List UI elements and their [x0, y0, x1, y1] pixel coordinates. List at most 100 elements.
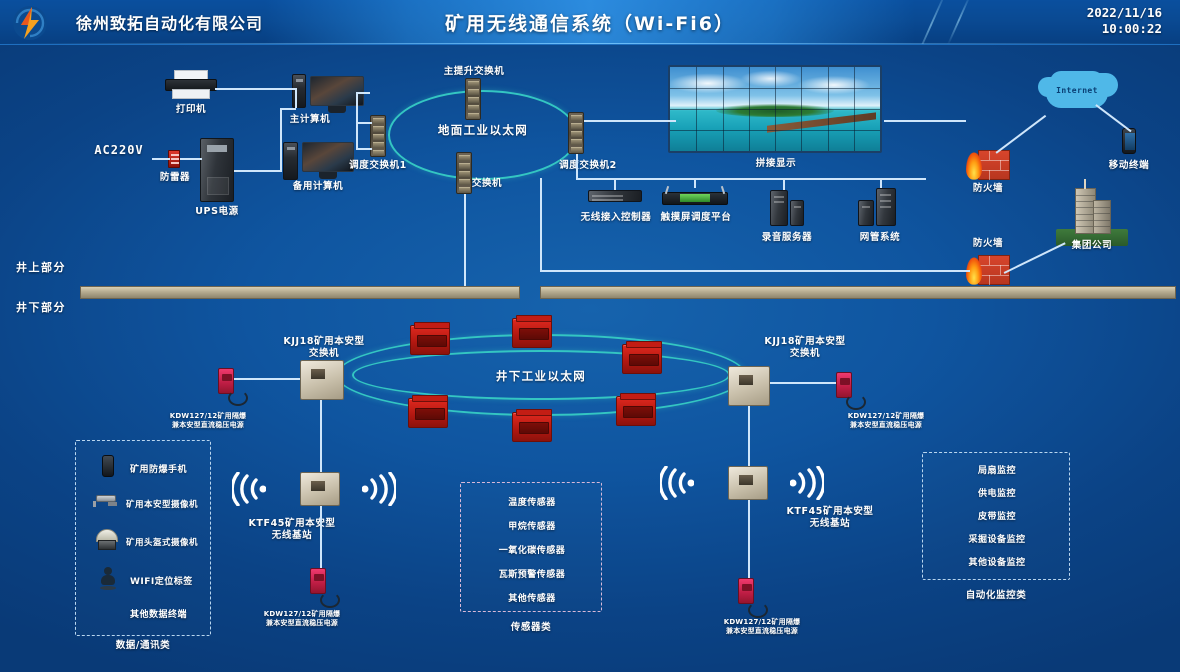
wifi-wave-left-outgoing-icon: [230, 471, 267, 507]
wire-bus-to-ac: [614, 178, 616, 190]
recording-server-icon: [770, 190, 788, 226]
panel-data-item-4: 其他数据终端: [130, 610, 188, 620]
label-kdw-power-supply-2: KDW127/12矿用隔爆 兼本安型直流稳压电源: [847, 412, 925, 429]
kdw-power-supply-1-icon: [218, 368, 234, 394]
wire-left-switch-to-ap: [320, 400, 322, 472]
recording-server-secondary-icon: [790, 200, 804, 226]
printer-icon: [165, 70, 217, 100]
wire-switch1-top: [356, 92, 370, 94]
underground-node-4: [408, 395, 448, 428]
wire-ap-left-to-psu3: [320, 506, 322, 568]
label-surge-protector: 防雷器: [159, 172, 191, 183]
label-kjj18-switch-left: KJJ18矿用本安型 交换机: [283, 336, 365, 359]
label-ups: UPS电源: [195, 206, 239, 217]
wire-printer-to-main: [215, 88, 295, 90]
label-firewall-2: 防火墙: [972, 238, 1004, 249]
main-computer-monitor-icon: [310, 76, 364, 113]
clock: 2022/11/16 10:00:22: [1087, 5, 1162, 37]
main-hoist-switch-icon: [465, 78, 481, 120]
panel-sensor-item-2: 一氧化碳传感器: [498, 546, 566, 556]
wire-sw2-drop: [576, 154, 578, 180]
firewall-1-icon: [966, 148, 1010, 182]
panel-automation-item-1: 供电监控: [977, 489, 1016, 499]
page-title: 矿用无线通信系统（Wi-Fi6）: [444, 13, 736, 35]
label-underground-ethernet: 井下工业以太网: [495, 369, 587, 383]
wifi-wave-right-outgoing-icon: [658, 465, 695, 501]
coal-seam-divider-right: [540, 286, 1176, 299]
kdw-power-supply-2-icon: [836, 372, 852, 398]
wire-internet-to-mobile: [1095, 104, 1132, 132]
kjj18-switch-left-icon: [300, 360, 344, 400]
underground-node-3: [622, 341, 662, 374]
label-ground-ethernet: 地面工业以太网: [437, 123, 529, 137]
wifi-location-tag-icon: [100, 567, 116, 591]
underground-node-2: [512, 315, 552, 348]
panel-automation-item-2: 皮带监控: [977, 512, 1016, 522]
label-panel-data-comms: 数据/通讯类: [115, 640, 171, 651]
wire-right-switch-to-ap: [748, 406, 750, 466]
wire-main-drop: [295, 88, 297, 108]
ktf45-base-station-left-icon: [300, 472, 340, 506]
label-kjj18-switch-right: KJJ18矿用本安型 交换机: [764, 336, 846, 359]
clock-date: 2022/11/16: [1086, 5, 1162, 20]
wire-bus-to-netmgmt: [880, 178, 882, 188]
touch-dispatch-console-icon: [662, 185, 728, 206]
ups-icon: [200, 138, 234, 202]
label-printer: 打印机: [175, 104, 207, 115]
label-kdw-power-supply-4: KDW127/12矿用隔爆 兼本安型直流稳压电源: [723, 618, 801, 635]
label-panel-automation: 自动化监控类: [965, 590, 1027, 601]
switch-icon: [456, 152, 472, 194]
wire-rail-top: [280, 108, 296, 110]
underground-node-6: [616, 393, 656, 426]
kdw-power-supply-2-cable: [846, 394, 866, 410]
company-name: 徐州致拓自动化有限公司: [76, 14, 264, 33]
label-network-management: 网管系统: [859, 232, 901, 243]
label-dispatch-switch-1: 调度交换机1: [349, 160, 407, 171]
label-main-computer: 主计算机: [289, 114, 331, 125]
wire-bus-to-console: [694, 178, 696, 188]
wire-bus-to-firewall2: [540, 270, 970, 272]
panel-data-item-2: 矿用头盔式摄像机: [126, 538, 199, 548]
network-management-rack-a-icon: [858, 200, 874, 226]
device-bus: [576, 178, 926, 180]
kdw-power-supply-4-cable: [748, 602, 768, 618]
wire-surge-to-ups: [180, 158, 202, 160]
panel-automation-item-0: 局扇监控: [977, 466, 1016, 476]
helmet-camera-icon: [94, 529, 120, 551]
panel-data-comms: 矿用防爆手机 矿用本安型摄像机 矿用头盔式摄像机 WIFI定位标签 其他数据终端: [75, 440, 211, 636]
app-header: 徐州致拓自动化有限公司 矿用无线通信系统（Wi-Fi6） 2022/11/16 …: [0, 0, 1180, 45]
wire-to-switch1-a: [356, 122, 372, 124]
coal-seam-divider-left: [80, 286, 520, 299]
label-ktf45-base-station-left: KTF45矿用本安型 无线基站: [248, 518, 336, 541]
label-ktf45-base-station-right: KTF45矿用本安型 无线基站: [786, 506, 874, 529]
dispatch-switch-2-icon: [568, 112, 584, 154]
label-video-wall: 拼接显示: [755, 158, 797, 169]
wire-ups-to-backup: [234, 170, 282, 172]
backup-computer-tower-icon: [283, 142, 298, 180]
wire-ac-to-surge: [152, 158, 170, 160]
video-wall-display: [668, 65, 882, 153]
label-firewall-1: 防火墙: [972, 183, 1004, 194]
wire-ap-right-to-psu4: [748, 500, 750, 578]
kjj18-switch-right-icon: [728, 366, 770, 406]
kdw-power-supply-3-icon: [310, 568, 326, 594]
group-company-building-icon: [1056, 178, 1128, 246]
backup-computer-monitor-icon: [302, 142, 354, 179]
underground-node-5: [512, 409, 552, 442]
wire-switch-to-downhole: [464, 194, 466, 290]
explosion-proof-phone-icon: [102, 455, 114, 477]
label-kdw-power-supply-3: KDW127/12矿用隔爆 兼本安型直流稳压电源: [263, 610, 341, 627]
label-backup-computer: 备用计算机: [292, 181, 344, 192]
panel-sensors: 温度传感器 甲烷传感器 一氧化碳传感器 瓦斯预警传感器 其他传感器: [460, 482, 602, 612]
wire-switch1-riser: [356, 92, 358, 150]
label-group-company: 集团公司: [1071, 240, 1113, 251]
panel-sensor-item-1: 甲烷传感器: [508, 522, 556, 532]
wire-videowall-to-firewall: [884, 120, 966, 122]
wire-psu1-to-switch: [234, 378, 300, 380]
underground-node-1: [410, 322, 450, 355]
label-touch-console: 触摸屏调度平台: [660, 212, 732, 223]
wire-vertical-rail: [280, 108, 282, 170]
label-recording-server: 录音服务器: [761, 232, 813, 243]
panel-sensor-item-4: 其他传感器: [508, 594, 556, 604]
